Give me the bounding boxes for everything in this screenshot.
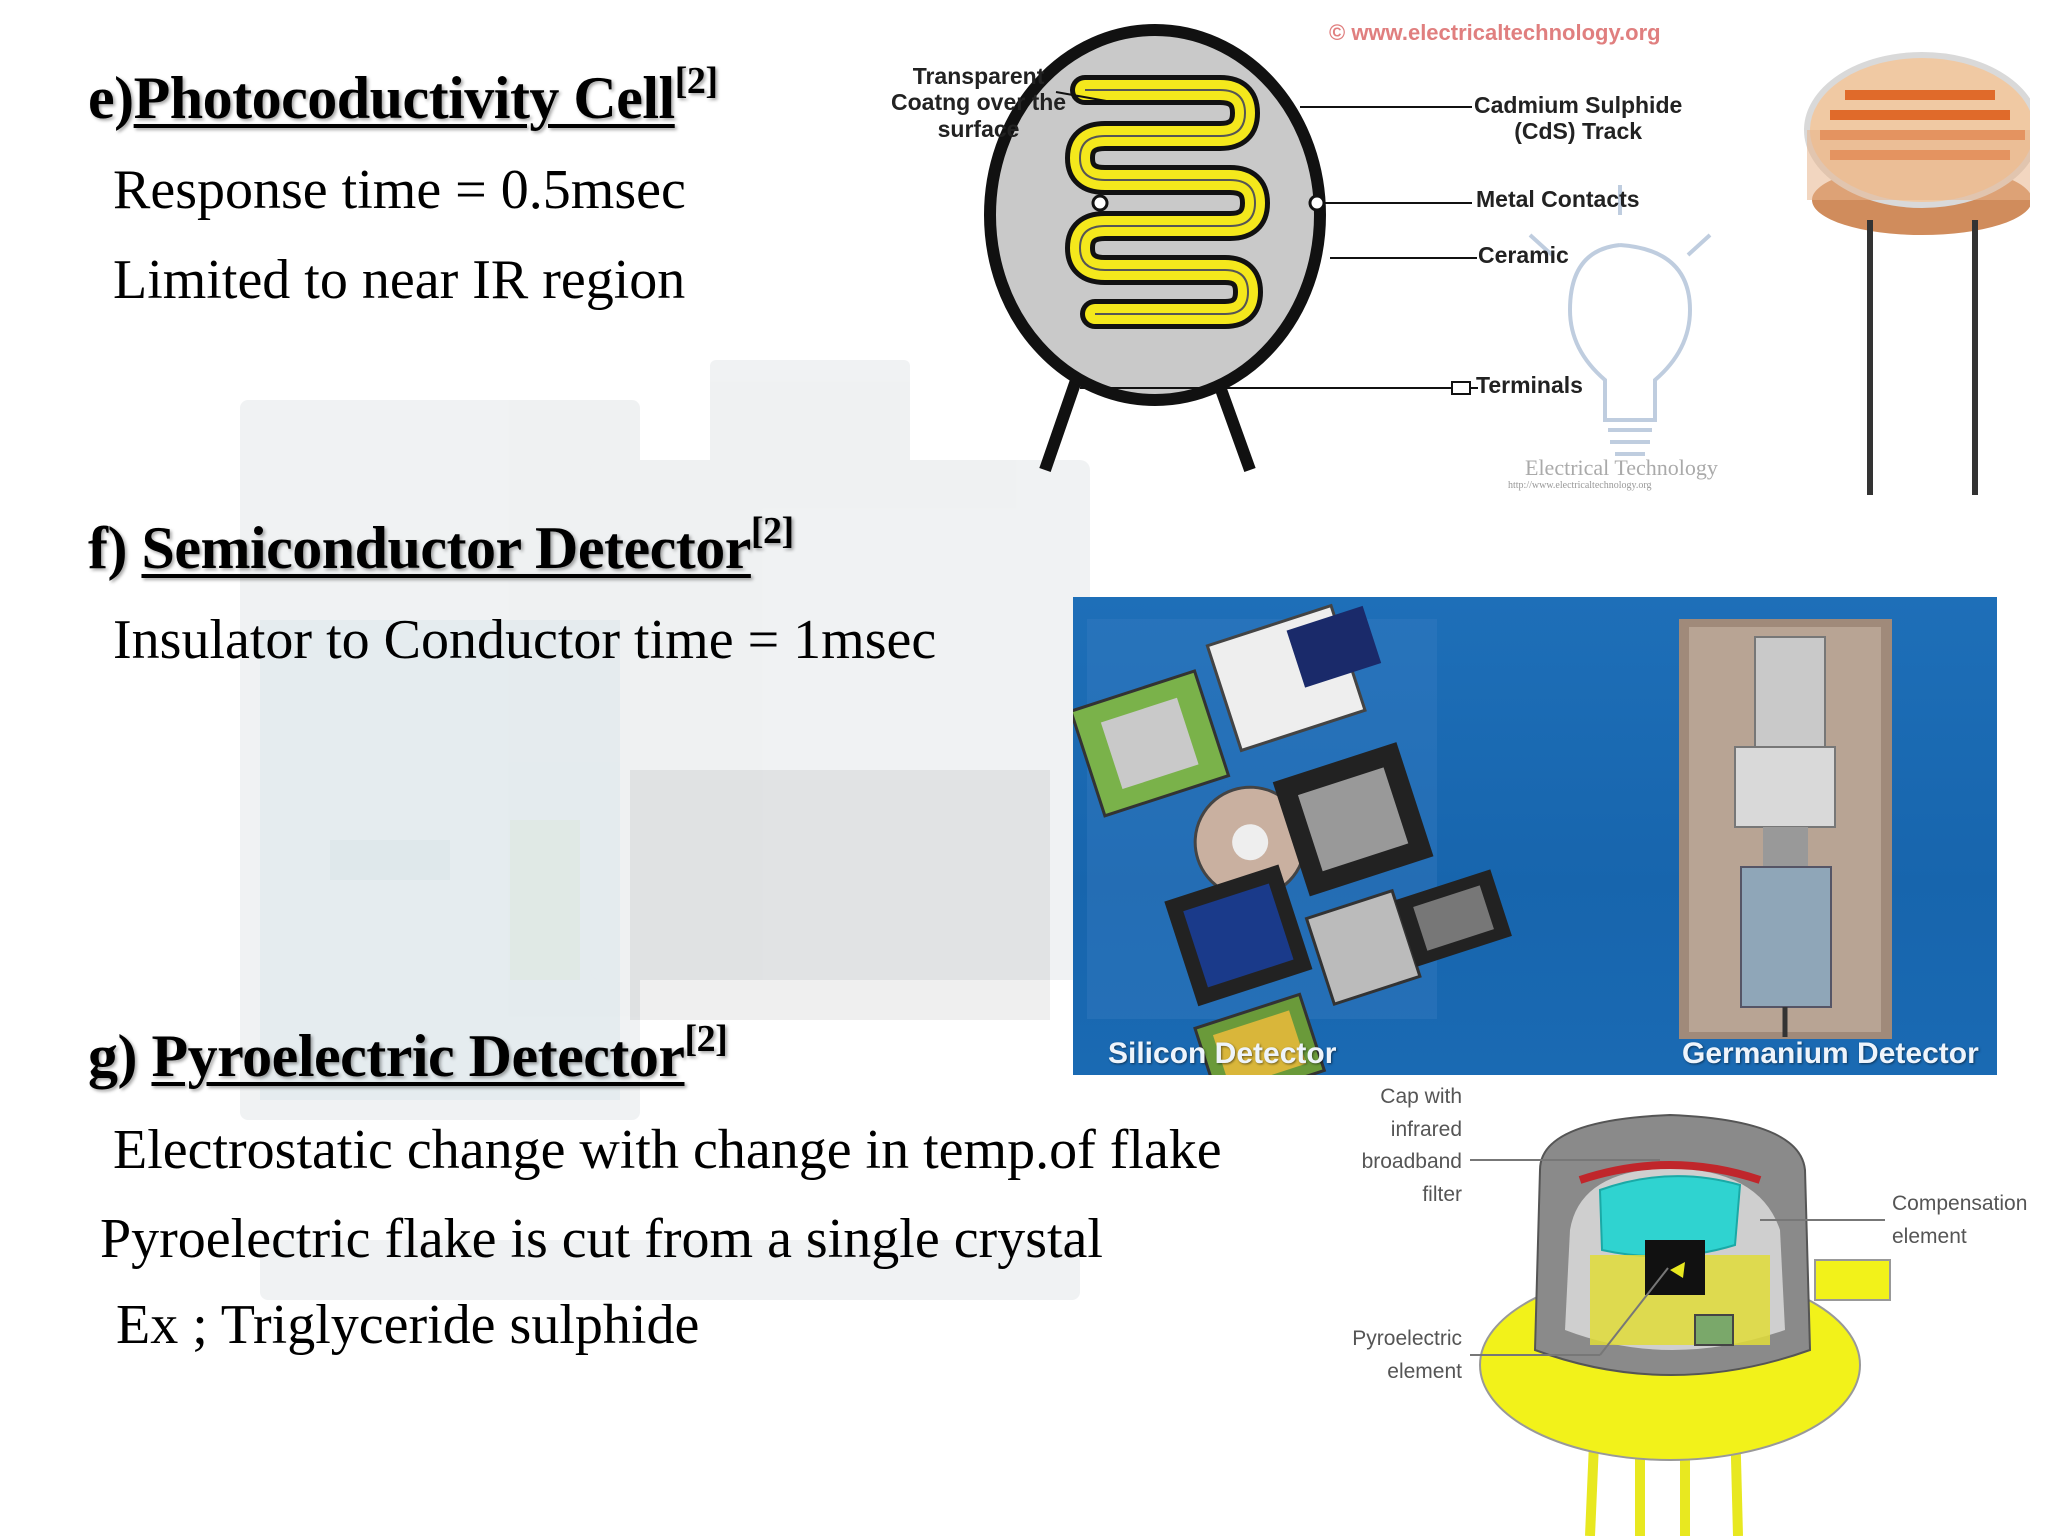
- body-line: Pyroelectric flake is cut from a single …: [100, 1208, 1103, 1270]
- section-heading-pyroelectric: g) Pyroelectric Detector[2]: [88, 1020, 728, 1089]
- photocell-diagram: © www.electricaltechnology.org: [880, 10, 2030, 495]
- caption-silicon-detector: Silicon Detector: [1108, 1037, 1337, 1070]
- diagram-watermark: © www.electricaltechnology.org: [1329, 20, 1661, 45]
- body-line: Ex ; Triglyceride sulphide: [116, 1294, 700, 1356]
- body-line: Electrostatic change with change in temp…: [113, 1119, 1222, 1181]
- body-line: Response time = 0.5msec: [113, 159, 686, 221]
- heading-title: Pyroelectric Detector: [151, 1023, 685, 1089]
- heading-ref: [2]: [674, 60, 718, 102]
- detector-photos: [1073, 603, 1892, 1075]
- label-ceramic: Ceramic: [1478, 242, 1569, 268]
- label-cap-filter: Cap with infrared broadband filter: [1361, 1085, 1462, 1206]
- heading-prefix: e): [88, 65, 134, 131]
- label-compensation-element: Compensation element: [1892, 1192, 2028, 1248]
- diagram-footer-url: http://www.electricaltechnology.org: [1508, 480, 1652, 491]
- heading-title: Photocoductivity Cell: [133, 65, 676, 131]
- heading-prefix: g): [88, 1023, 152, 1089]
- body-line: Limited to near IR region: [113, 249, 686, 311]
- label-cds-track: Cadmium Sulphide (CdS) Track: [1474, 92, 1683, 145]
- label-metal-contacts: Metal Contacts: [1476, 186, 1640, 212]
- photocell-drawing: [984, 24, 2030, 495]
- section-heading-semiconductor: f) Semiconductor Detector[2]: [88, 512, 794, 581]
- body-line: Insulator to Conductor time = 1msec: [113, 609, 937, 671]
- caption-germanium-detector: Germanium Detector: [1682, 1037, 1979, 1070]
- heading-prefix: f): [88, 515, 142, 581]
- semiconductor-detector-image: Silicon Detector Germanium Detector: [1073, 597, 1997, 1075]
- heading-ref: [2]: [684, 1018, 728, 1060]
- background-instrument-watermark: [240, 360, 1090, 1300]
- label-transparent-coating: Transparent Coatng over the surface: [891, 63, 1067, 142]
- heading-title: Semiconductor Detector: [141, 515, 751, 581]
- pyroelectric-diagram: Cap with infrared broadband filter Pyroe…: [1340, 1080, 2040, 1536]
- pyro-drawing: [1470, 1113, 1891, 1536]
- section-heading-photoconductivity: e)Photocoductivity Cell[2]: [88, 62, 718, 131]
- label-pyro-element: Pyroelectric element: [1352, 1327, 1462, 1383]
- diagram-footer-brand: Electrical Technology: [1525, 455, 1718, 480]
- label-terminals: Terminals: [1476, 372, 1583, 398]
- heading-ref: [2]: [750, 510, 794, 552]
